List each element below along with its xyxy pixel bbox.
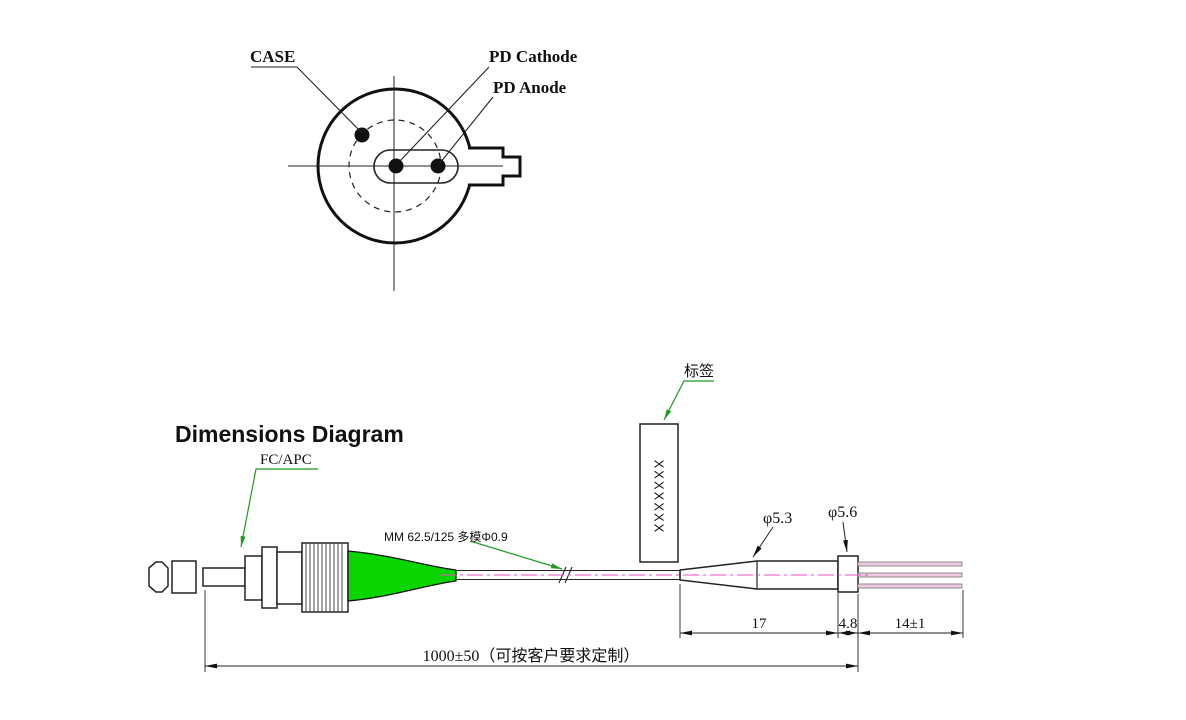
dim-text-17: 17: [752, 616, 768, 632]
dia-tube-label: φ5.3: [763, 510, 792, 527]
dim-text-total: 1000±50（可按客户要求定制）: [423, 647, 640, 665]
dust-cap-hex: [148, 561, 169, 593]
knurled-nut: [301, 542, 349, 613]
dimension-lines: [205, 630, 963, 669]
dia-tube-leader: [752, 526, 774, 558]
cathode-leader-line: [398, 66, 490, 163]
fiber-cable-lines: [456, 570, 680, 580]
dust-cap-sleeve: [171, 560, 197, 594]
wire-top: [857, 561, 963, 567]
cathode-pin: [388, 158, 404, 174]
dimensions-title: Dimensions Diagram: [175, 421, 404, 447]
fcapc-leader-line: [240, 468, 318, 548]
knurl-hatch-lines: [305, 543, 343, 612]
case-tab-outline: [468, 146, 522, 187]
connector-step: [244, 555, 263, 601]
dia-collar-leader: [842, 521, 848, 553]
dimensions-diagram: Dimensions Diagram: [148, 363, 964, 672]
label-tag-rect: [639, 423, 679, 563]
pinout-leader-lines: [251, 66, 494, 164]
end-collar: [837, 555, 859, 593]
output-wires: [857, 561, 963, 589]
wire-bottom: [857, 583, 963, 589]
fiber-leader-line: [469, 540, 563, 570]
anode-label: PD Anode: [493, 78, 567, 97]
label-tag-text: XXXXXXX: [652, 460, 667, 535]
anode-pin: [430, 158, 446, 174]
connector-flange: [261, 546, 278, 609]
diameter-leader-lines: [752, 521, 848, 558]
pinout-diagram: CASE PD Cathode PD Anode: [250, 47, 578, 291]
case-pin: [354, 127, 370, 143]
anode-leader-line: [439, 96, 494, 164]
pin-slot-outline: [373, 149, 459, 184]
green-leader-lines: [240, 380, 714, 570]
connector-mid-body: [276, 551, 303, 605]
dim-text-48: 4.8: [839, 616, 858, 632]
strain-relief-boot: [347, 550, 457, 602]
tag-callout-label: 标签: [684, 363, 714, 380]
case-leader-line: [251, 66, 363, 134]
dia-collar-label: φ5.6: [828, 504, 857, 521]
wire-middle: [857, 572, 963, 578]
case-label: CASE: [250, 47, 295, 66]
ferrule: [202, 567, 246, 587]
fiber-spec-label: MM 62.5/125 多模Φ0.9: [384, 530, 508, 544]
tag-leader-line: [663, 380, 714, 421]
cathode-label: PD Cathode: [489, 47, 578, 66]
dim-text-14: 14±1: [895, 616, 926, 632]
fcapc-label: FC/APC: [260, 452, 312, 468]
